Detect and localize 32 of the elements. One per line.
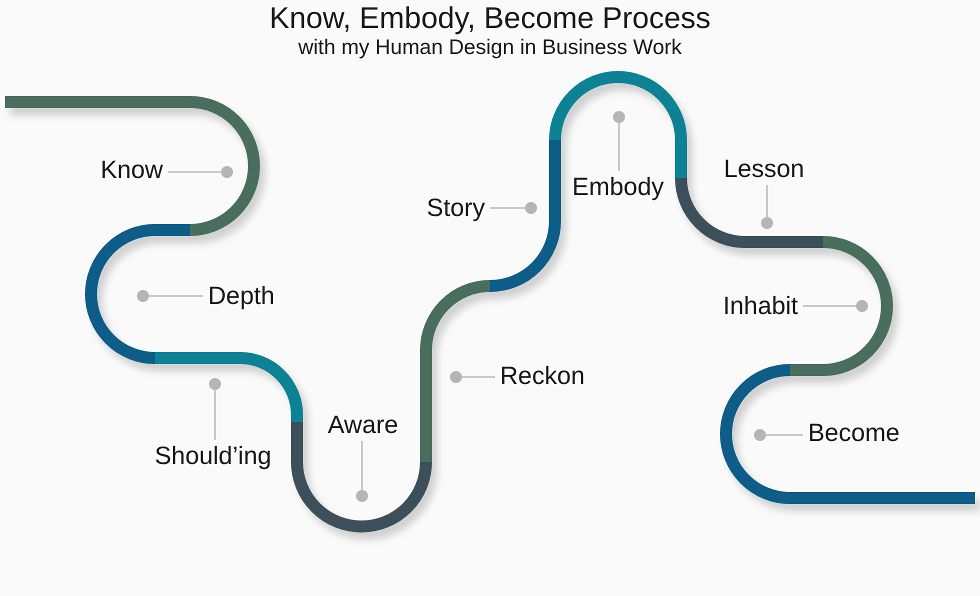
step-label: Depth [203,280,280,312]
step-label: Embody [567,171,669,203]
step-label: Story [422,192,490,224]
dot-icon [856,300,868,312]
leader-line [462,376,495,378]
dot-icon [613,111,625,123]
dot-icon [137,290,149,302]
step-label: Become [803,417,905,449]
leader-line [618,123,620,171]
dot-icon [450,371,462,383]
leader-line [490,207,525,209]
step-label: Know [95,154,168,186]
dot-icon [754,429,766,441]
leader-line [361,441,363,490]
leader-line [803,305,856,307]
step-label: Inhabit [718,290,803,322]
step-label: Aware [322,409,404,441]
leader-line [766,185,768,217]
step-label: Lesson [718,153,810,185]
leader-line [149,295,203,297]
dot-icon [356,490,368,502]
step-label: Should’ing [150,440,276,472]
dot-icon [221,166,233,178]
step-label: Reckon [495,360,590,392]
title: Know, Embody, Become Process [269,2,711,36]
leader-line [168,171,221,173]
subtitle: with my Human Design in Business Work [298,36,682,60]
dot-icon [209,378,221,390]
dot-icon [761,217,773,229]
dot-icon [525,202,537,214]
leader-line [766,434,803,436]
leader-line [214,390,216,440]
